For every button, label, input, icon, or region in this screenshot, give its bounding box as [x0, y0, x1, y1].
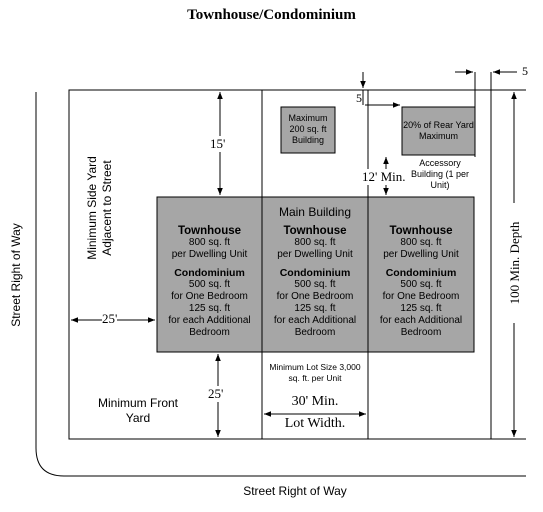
condo-each: for each Additional: [273, 315, 357, 326]
dim-5-top-label: 5: [356, 91, 362, 105]
dim-25-front-label: 25': [208, 386, 224, 402]
rear-yard-building: [401, 106, 476, 156]
min-lot-size-label: Minimum Lot Size 3,000 sq. ft. per Unit: [269, 362, 361, 383]
condo-each: for each Additional: [168, 315, 251, 326]
condo-one: for One Bedroom: [171, 291, 248, 302]
condominium-title: Condominium: [174, 267, 245, 279]
unit-3-text: Townhouse 800 sq. ft per Dwelling Unit C…: [368, 225, 474, 339]
condo-each: for each Additional: [379, 315, 463, 326]
condo-add: 125 sq. ft: [188, 303, 231, 314]
townhouse-per: per Dwelling Unit: [277, 249, 353, 260]
condo-add: 125 sq. ft: [400, 303, 442, 314]
page-title: Townhouse/Condominium: [187, 7, 356, 23]
condo-bed: Bedroom: [294, 327, 336, 338]
lot-boundary: [68, 89, 492, 440]
condo-area: 500 sq. ft: [400, 279, 442, 290]
min-depth-label: 100 Min. Depth: [507, 203, 523, 323]
townhouse-title: Townhouse: [177, 225, 242, 237]
rear-yard-text: 20% of Rear Yard Maximum: [403, 120, 474, 141]
dim-5-right-label: 5: [522, 64, 528, 78]
townhouse-title: Townhouse: [389, 225, 453, 237]
condo-add: 125 sq. ft: [294, 303, 336, 314]
street-row-bottom-label: Street Right of Way: [243, 484, 347, 498]
min-side-yard-label: Minimum Side Yard Adjacent to Street: [85, 156, 114, 260]
street-right-of-way-line: [35, 92, 526, 477]
condo-bed: Bedroom: [400, 327, 442, 338]
condo-area: 500 sq. ft: [188, 279, 231, 290]
dim-12-label: 12' Min.: [362, 169, 406, 185]
townhouse-title: Townhouse: [283, 225, 347, 237]
condo-bed: Bedroom: [189, 327, 230, 338]
main-building-label: Main Building: [278, 205, 352, 219]
unit-2-text: Townhouse 800 sq. ft per Dwelling Unit C…: [262, 225, 368, 339]
min-front-yard-label: Minimum Front Yard: [97, 396, 178, 425]
unit-1-text: Townhouse 800 sq. ft per Dwelling Unit C…: [157, 225, 262, 339]
street-row-left-label: Street Right of Way: [9, 223, 23, 327]
condominium-title: Condominium: [279, 267, 351, 279]
condo-one: for One Bedroom: [276, 291, 354, 302]
dim-15-label: 15': [210, 136, 226, 152]
accessory-building-label: Accessory Building (1 per Unit): [408, 158, 472, 191]
main-building: [156, 196, 475, 353]
townhouse-area: 800 sq. ft: [400, 237, 442, 248]
condo-area: 500 sq. ft: [294, 279, 336, 290]
max-200-building: [280, 106, 336, 154]
townhouse-per: per Dwelling Unit: [171, 249, 248, 260]
max-200-text: Maximum 200 sq. ft Building: [288, 113, 328, 145]
condo-one: for One Bedroom: [382, 291, 460, 302]
townhouse-per: per Dwelling Unit: [383, 249, 459, 260]
dim-30-label: 30' Min.: [291, 394, 339, 409]
townhouse-area: 800 sq. ft: [188, 237, 231, 248]
dim-25-side-label: 25': [102, 311, 118, 327]
condominium-title: Condominium: [385, 267, 457, 279]
lot-width-label: Lot Width.: [284, 416, 346, 431]
townhouse-area: 800 sq. ft: [294, 237, 336, 248]
